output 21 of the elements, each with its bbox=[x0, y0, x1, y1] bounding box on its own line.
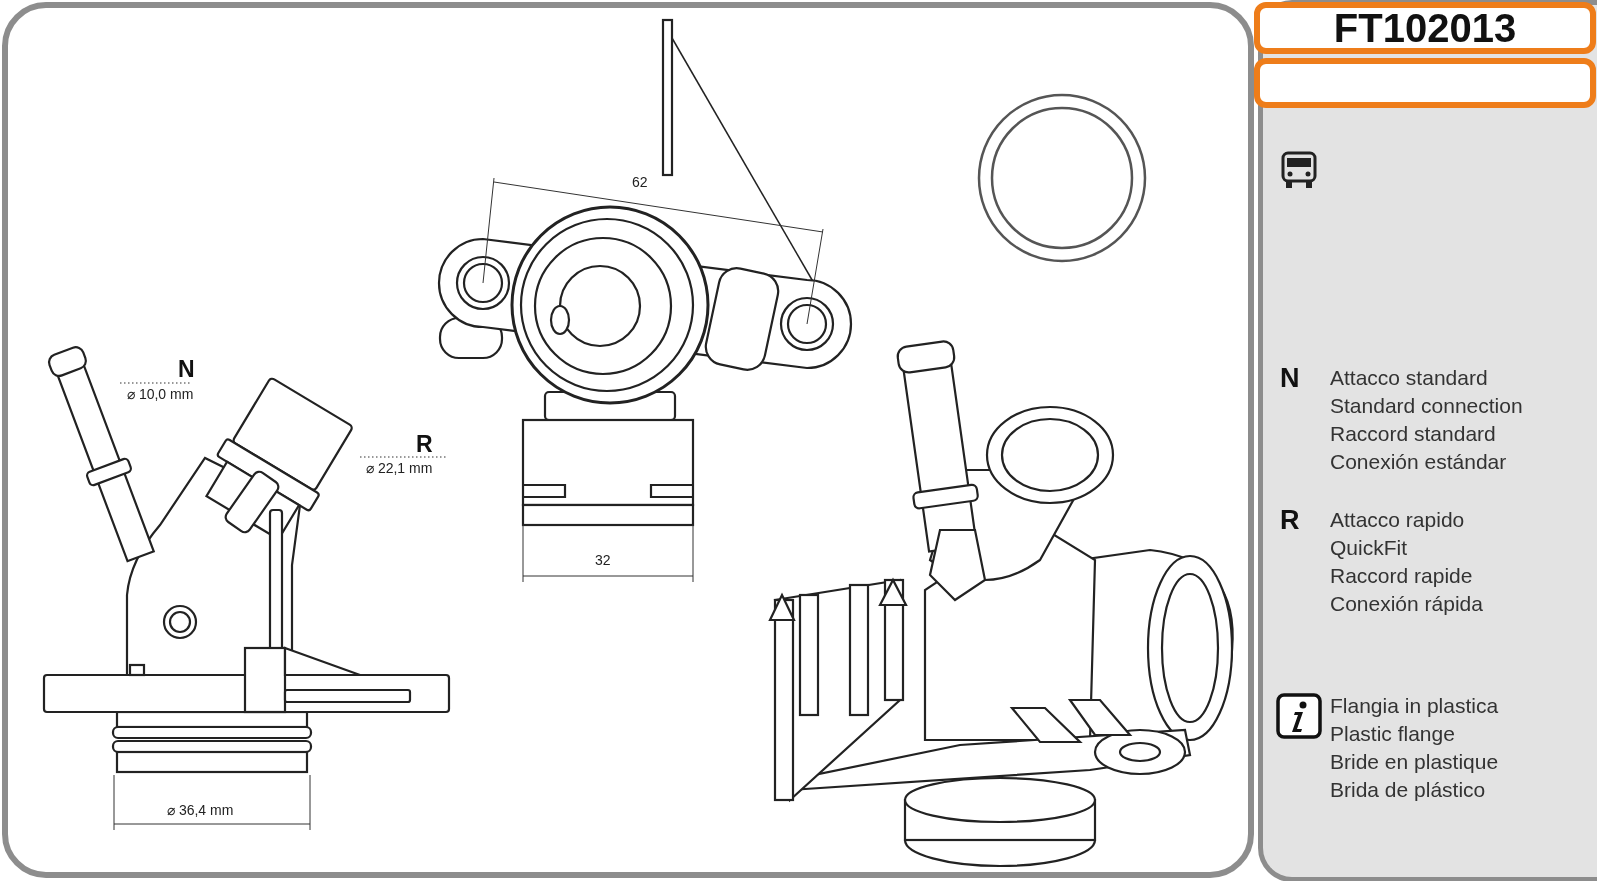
dimension-label: ⌀ 10,0 mm bbox=[125, 387, 196, 403]
dimension-label: ⌀ 22,1 mm bbox=[364, 461, 435, 477]
description-text: Conexión estándar bbox=[1330, 450, 1507, 474]
description-text: Attacco standard bbox=[1330, 366, 1488, 390]
callout-letter: N bbox=[1280, 364, 1300, 394]
description-text: Attacco rapido bbox=[1330, 508, 1465, 532]
description-text: Standard connection bbox=[1330, 394, 1523, 418]
empty-box bbox=[1254, 58, 1596, 108]
part-number-box: FT102013 bbox=[1254, 2, 1596, 54]
description-text: Plastic flange bbox=[1330, 722, 1455, 746]
description-text: Brida de plástico bbox=[1330, 778, 1486, 802]
description-text: QuickFit bbox=[1330, 536, 1407, 560]
description-text: Raccord standard bbox=[1330, 422, 1496, 446]
callout-letter: R bbox=[416, 432, 433, 458]
description-text: Bride en plastique bbox=[1330, 750, 1499, 774]
callout-letter: R bbox=[1280, 506, 1300, 536]
callout-letter: N bbox=[178, 357, 195, 383]
description-text: Raccord rapide bbox=[1330, 564, 1473, 588]
description-text: Conexión rápida bbox=[1330, 592, 1483, 616]
dimension-label: ⌀ 36,4 mm bbox=[165, 803, 236, 819]
description-text: Flangia in plastica bbox=[1330, 694, 1499, 718]
